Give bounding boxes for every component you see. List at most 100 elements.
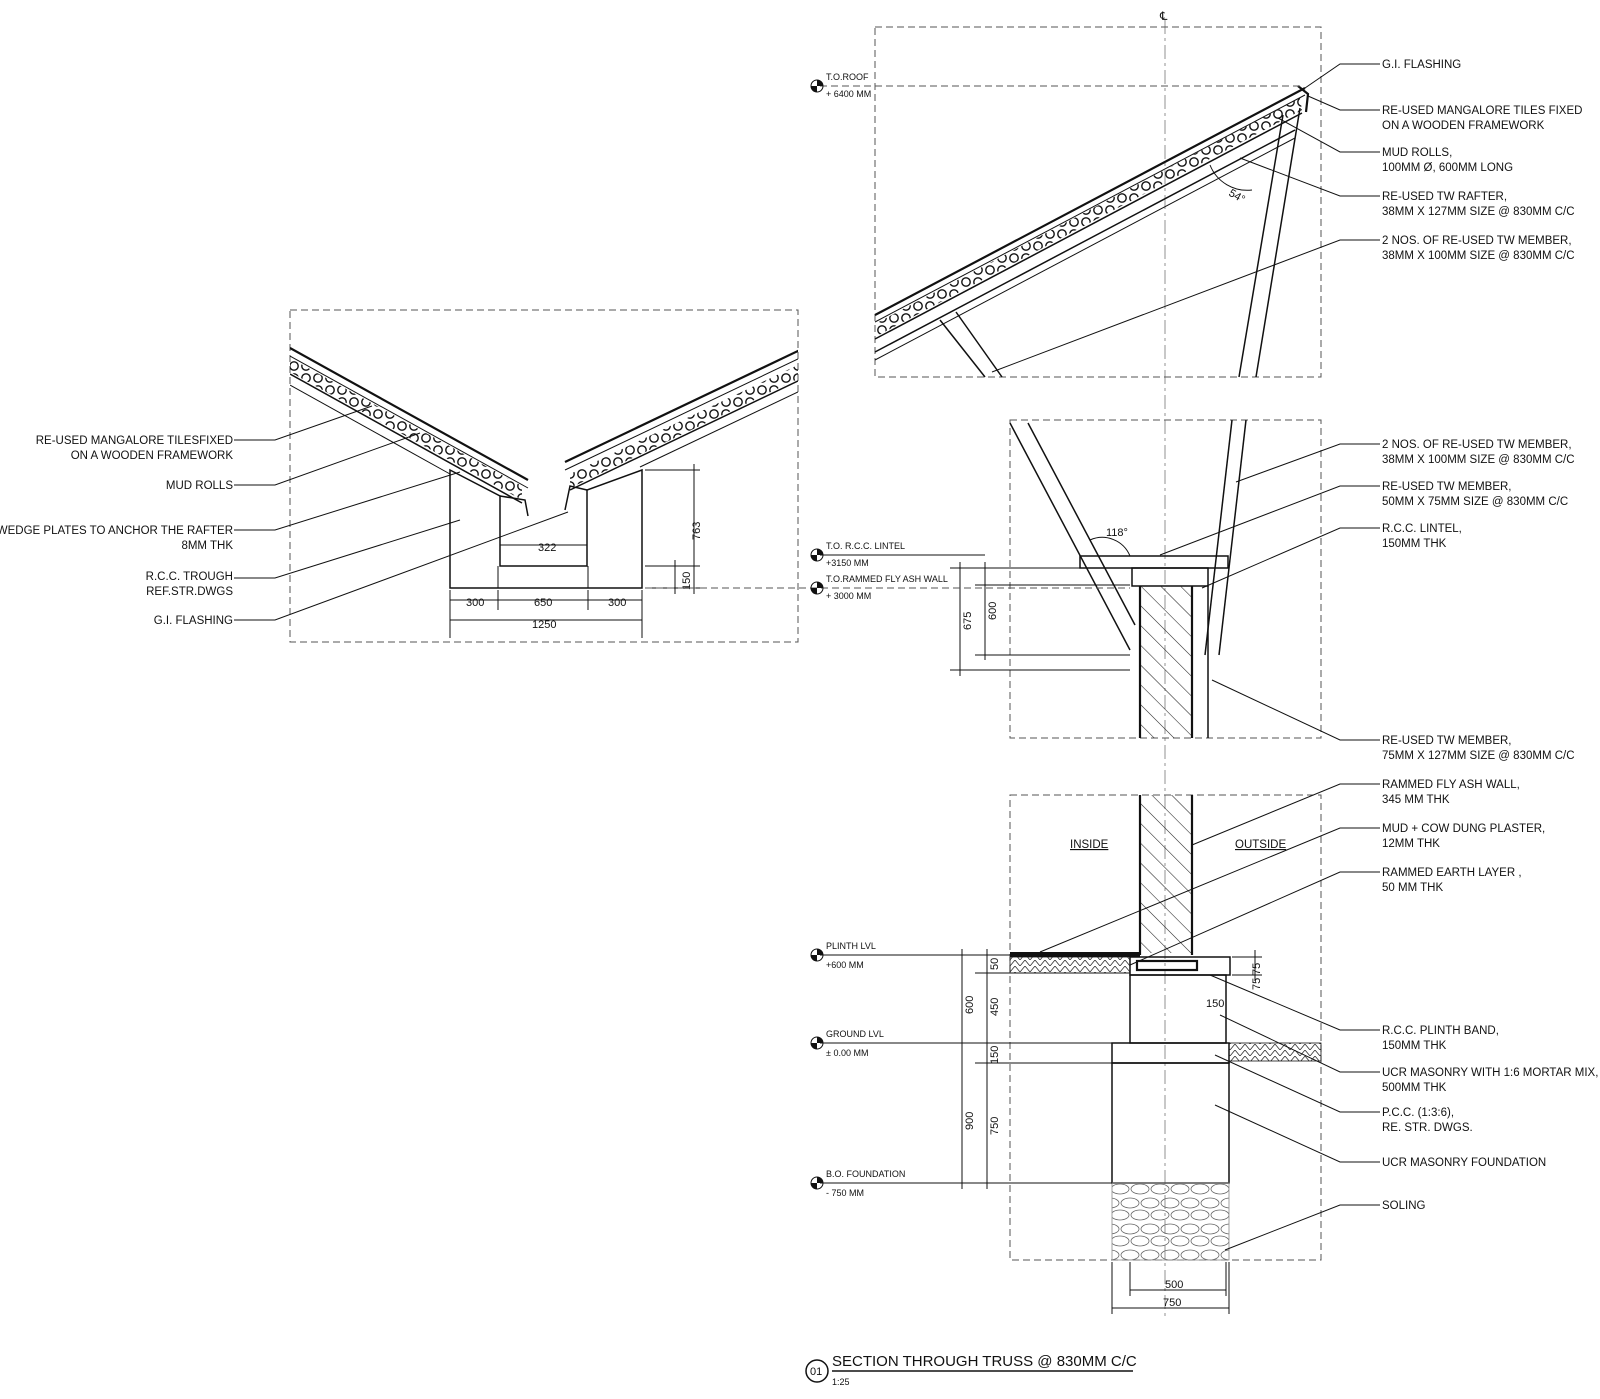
level-foundation: B.O. FOUNDATION - 750 MM (810, 1169, 905, 1198)
dim-600-wall: 600 (987, 602, 999, 620)
dim-75-b: 75 (1251, 978, 1263, 990)
rammed-earth-layer (1009, 956, 1131, 974)
label-ucr-l1: UCR MASONRY WITH 1:6 MORTAR MIX, (1382, 1067, 1598, 1079)
dim-650: 650 (534, 597, 552, 609)
label-member2-l1: 2 NOS. OF RE-USED TW MEMBER, (1382, 439, 1572, 451)
label-plinthband-l1: R.C.C. PLINTH BAND, (1382, 1025, 1499, 1037)
angle-118: 118° (1106, 527, 1128, 539)
rcc-trough (449, 468, 643, 589)
label-lintel-l2: 150MM THK (1382, 538, 1447, 550)
level-name: T.O.ROOF (826, 72, 869, 82)
dim-900: 900 (964, 1112, 976, 1130)
label-wall-l1: RAMMED FLY ASH WALL, (1382, 779, 1520, 791)
label-pcc-l2: RE. STR. DWGS. (1382, 1122, 1473, 1134)
level-value: - 750 MM (826, 1188, 864, 1198)
label-earth-l2: 50 MM THK (1382, 882, 1443, 894)
title-number-circle (805, 1359, 829, 1383)
level-ground: GROUND LVL ± 0.00 MM (810, 1029, 884, 1058)
label-trough-l1: R.C.C. TROUGH (146, 571, 233, 583)
level-name: B.O. FOUNDATION (826, 1169, 905, 1179)
ucr-masonry-foundation (1111, 1062, 1230, 1184)
level-value: +600 MM (826, 960, 864, 970)
dim-150-plinthband: 150 (1206, 998, 1224, 1010)
trough-detail-border (289, 309, 799, 643)
drawing-title: 01 SECTION THROUGH TRUSS @ 830MM C/C 1:2… (805, 1353, 1137, 1387)
zone-outside: OUTSIDE (1235, 839, 1286, 851)
label-mudrolls-l1: MUD ROLLS, (1382, 147, 1452, 159)
level-markers: T.O.ROOF + 6400 MM T.O. R.C.C. LINTEL +3… (645, 72, 1300, 1198)
level-value: + 3000 MM (826, 591, 871, 601)
label-plaster-l1: MUD + COW DUNG PLASTER, (1382, 823, 1545, 835)
label-wall-l2: 345 MM THK (1382, 794, 1450, 806)
title-text: SECTION THROUGH TRUSS @ 830MM C/C (832, 1353, 1137, 1370)
foundation-detail: 600 450 50 150 900 750 75 75 150 500 750… (820, 794, 1322, 1314)
level-name: T.O.RAMMED FLY ASH WALL (826, 574, 948, 584)
level-name: T.O. R.C.C. LINTEL (826, 541, 905, 551)
label-wedge-l2: 8MM THK (181, 540, 233, 552)
label-rafter-l1: RE-USED TW RAFTER, (1382, 191, 1507, 203)
dim-150-ground: 150 (989, 1046, 1001, 1064)
trough-labels: RE-USED MANGALORE TILESFIXED ON A WOODEN… (0, 435, 233, 627)
dim-50: 50 (989, 958, 1001, 970)
level-name: PLINTH LVL (826, 941, 876, 951)
level-to-lintel: T.O. R.C.C. LINTEL +3150 MM (810, 541, 985, 568)
label-member4-l1: RE-USED TW MEMBER, (1382, 735, 1512, 747)
trough-leaders (234, 405, 569, 621)
title-scale: 1:25 (832, 1377, 850, 1387)
label-member1-l1: 2 NOS. OF RE-USED TW MEMBER, (1382, 235, 1572, 247)
rcc-plinth-band (1129, 956, 1231, 976)
dim-75-a: 75 (1251, 963, 1263, 975)
label-tiles-l1: RE-USED MANGALORE TILES FIXED (1382, 105, 1582, 117)
label-tiles-l1: RE-USED MANGALORE TILESFIXED (36, 435, 233, 447)
label-member3-l1: RE-USED TW MEMBER, (1382, 481, 1512, 493)
label-soling: SOLING (1382, 1200, 1426, 1212)
dim-322: 322 (538, 542, 556, 554)
dim-300-right: 300 (608, 597, 626, 609)
roof-detail-border (874, 26, 1322, 378)
level-value: + 6400 MM (826, 89, 871, 99)
trough-detail: 300 650 300 1250 322 763 150 RE-USED MAN… (0, 309, 799, 643)
label-plaster-l2: 12MM THK (1382, 838, 1440, 850)
pcc-layer (1111, 1042, 1230, 1064)
label-tiles-l2: ON A WOODEN FRAMEWORK (71, 450, 234, 462)
label-earth-l1: RAMMED EARTH LAYER , (1382, 867, 1522, 879)
level-value: ± 0.00 MM (826, 1048, 868, 1058)
label-lintel-l1: R.C.C. LINTEL, (1382, 523, 1462, 535)
dim-675: 675 (962, 612, 974, 630)
centerline-symbol: ℄ (1159, 11, 1168, 23)
dim-600-plinth: 600 (964, 996, 976, 1014)
label-mudrolls-l2: 100MM Ø, 600MM LONG (1382, 162, 1513, 174)
roof-detail: 54° (874, 26, 1322, 378)
label-ucr-foundation: UCR MASONRY FOUNDATION (1382, 1157, 1546, 1169)
label-pcc-l1: P.C.C. (1:3:6), (1382, 1107, 1454, 1119)
label-ucr-l2: 500MM THK (1382, 1082, 1447, 1094)
level-to-roof: T.O.ROOF + 6400 MM (810, 72, 1300, 99)
label-tiles-l2: ON A WOODEN FRAMEWORK (1382, 120, 1545, 132)
level-plinth: PLINTH LVL +600 MM (810, 941, 876, 970)
label-member1-l2: 38MM X 100MM SIZE @ 830MM C/C (1382, 250, 1575, 262)
zone-inside: INSIDE (1070, 839, 1109, 851)
level-value: +3150 MM (826, 558, 869, 568)
dim-750-width: 750 (1163, 1297, 1181, 1309)
label-rafter-l2: 38MM X 127MM SIZE @ 830MM C/C (1382, 206, 1575, 218)
right-leaders (991, 63, 1380, 1251)
dim-763: 763 (691, 522, 703, 540)
label-member2-l2: 38MM X 100MM SIZE @ 830MM C/C (1382, 454, 1575, 466)
label-plinthband-l2: 150MM THK (1382, 1040, 1447, 1052)
dim-1250: 1250 (532, 619, 556, 631)
rammed-fly-ash-wall (1140, 795, 1192, 953)
lintel-detail: 675 600 118° (950, 419, 1322, 739)
dim-500: 500 (1165, 1279, 1183, 1291)
trough-right-roof (564, 349, 798, 491)
dim-300-left: 300 (466, 597, 484, 609)
trough-left-roof (290, 347, 529, 504)
level-to-wall: T.O.RAMMED FLY ASH WALL + 3000 MM (645, 574, 1130, 601)
soling (1111, 1182, 1230, 1261)
dim-150: 150 (681, 572, 693, 590)
dim-450: 450 (989, 998, 1001, 1016)
dim-750-foundation: 750 (989, 1117, 1001, 1135)
label-gi-flashing: G.I. FLASHING (154, 615, 233, 627)
title-number: 01 (810, 1366, 822, 1378)
trough-dimensions: 300 650 300 1250 322 763 150 (449, 464, 703, 638)
